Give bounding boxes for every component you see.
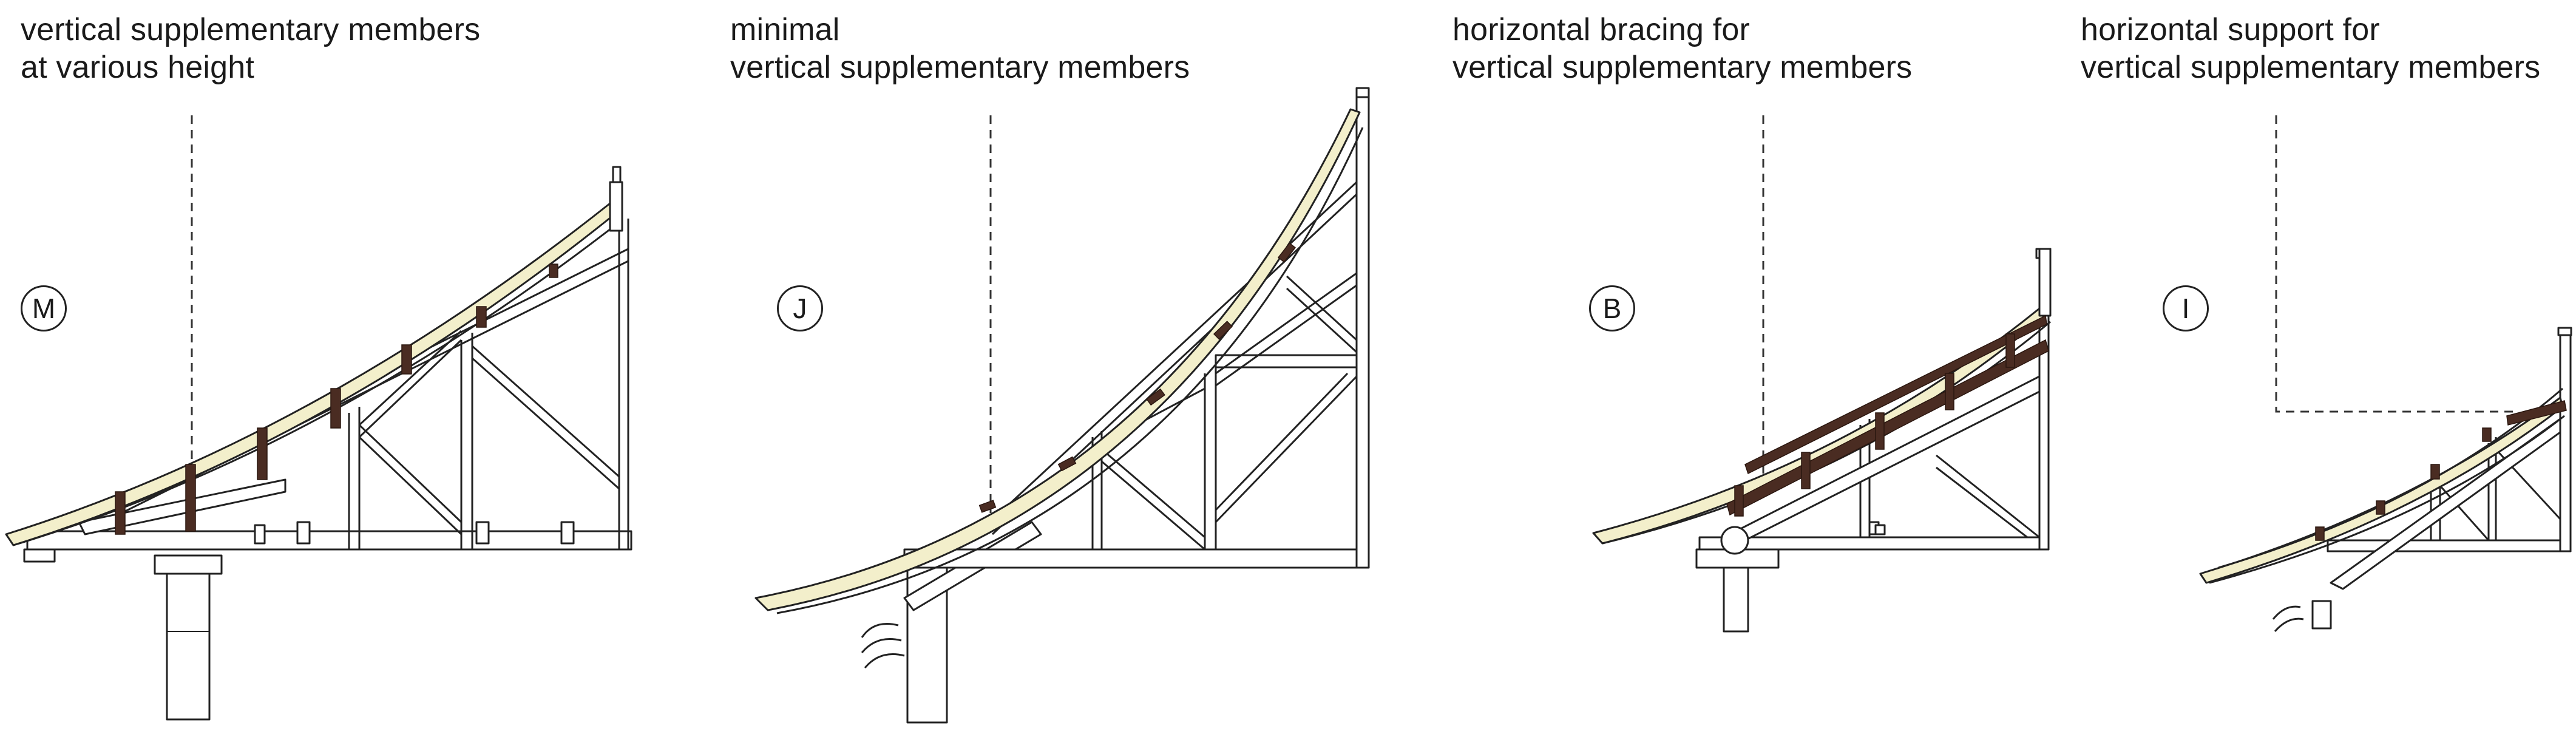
section-j-roof-skin xyxy=(754,108,1361,611)
section-m-supplementary-member xyxy=(185,464,196,532)
caption-i-line1: horizontal support for xyxy=(2081,12,2380,47)
section-j-supplementary-member xyxy=(1057,456,1077,472)
section-m-bracket xyxy=(154,554,223,575)
section-i-horizontal-support xyxy=(2506,400,2567,426)
section-m-supplementary-member xyxy=(257,427,268,480)
section-i-supplementary-member xyxy=(2376,500,2385,515)
section-i-base-beam xyxy=(2327,539,2572,552)
section-b-supplementary-member xyxy=(2005,333,2015,368)
section-m-badge: M xyxy=(21,285,67,331)
caption-m: vertical supplementary members at variou… xyxy=(21,11,480,86)
section-i-supplementary-member xyxy=(2430,464,2440,480)
section-b-badge: B xyxy=(1589,285,1635,331)
section-m-supplementary-member xyxy=(476,306,487,328)
section-i-supplementary-member xyxy=(2482,427,2492,442)
section-b-base-beam xyxy=(1698,536,2050,551)
section-b-supplementary-member xyxy=(1734,485,1744,517)
section-m xyxy=(5,115,632,721)
section-b-supplementary-member xyxy=(1801,452,1811,489)
caption-b: horizontal bracing for vertical suppleme… xyxy=(1452,11,1912,86)
section-b-supplementary-member xyxy=(1945,373,1954,410)
section-m-supplementary-member xyxy=(549,263,558,278)
caption-m-line1: vertical supplementary members xyxy=(21,12,481,47)
caption-j-line1: minimal xyxy=(730,12,840,47)
caption-i-line2: vertical supplementary members xyxy=(2081,50,2541,85)
section-j-supplementary-member xyxy=(978,500,997,513)
section-i xyxy=(2199,115,2572,632)
section-b-horizontal-bracing xyxy=(1744,314,2047,475)
section-b xyxy=(1592,115,2052,633)
section-m-supplementary-member xyxy=(115,491,126,535)
caption-b-line2: vertical supplementary members xyxy=(1452,50,1913,85)
section-j-supplementary-member xyxy=(1277,242,1296,263)
section-m-column xyxy=(166,560,211,721)
caption-j-line2: vertical supplementary members xyxy=(730,50,1190,85)
section-m-supplementary-member xyxy=(401,344,412,375)
section-j-supplementary-member xyxy=(1213,321,1233,340)
section-i-dashed-axis xyxy=(2275,115,2516,413)
section-i-column xyxy=(2311,600,2332,630)
section-m-roof-skin xyxy=(5,202,614,546)
section-j xyxy=(754,87,1370,724)
section-b-column xyxy=(1723,563,1749,633)
section-i-badge: I xyxy=(2163,285,2209,331)
caption-j: minimal vertical supplementary members xyxy=(730,11,1190,86)
caption-b-line1: horizontal bracing for xyxy=(1452,12,1750,47)
caption-m-line2: at various height xyxy=(21,50,254,85)
section-m-supplementary-member xyxy=(330,388,341,429)
section-b-supplementary-member xyxy=(1875,412,1885,450)
section-j-supplementary-member xyxy=(1146,388,1165,406)
caption-i: horizontal support for vertical suppleme… xyxy=(2081,11,2540,86)
section-i-supplementary-member xyxy=(2315,526,2325,541)
section-j-base-beam xyxy=(903,548,1370,569)
section-b-roof-skin xyxy=(1592,302,2050,545)
section-b-horizontal-bracing xyxy=(1726,339,2049,516)
section-j-badge: J xyxy=(777,285,823,331)
